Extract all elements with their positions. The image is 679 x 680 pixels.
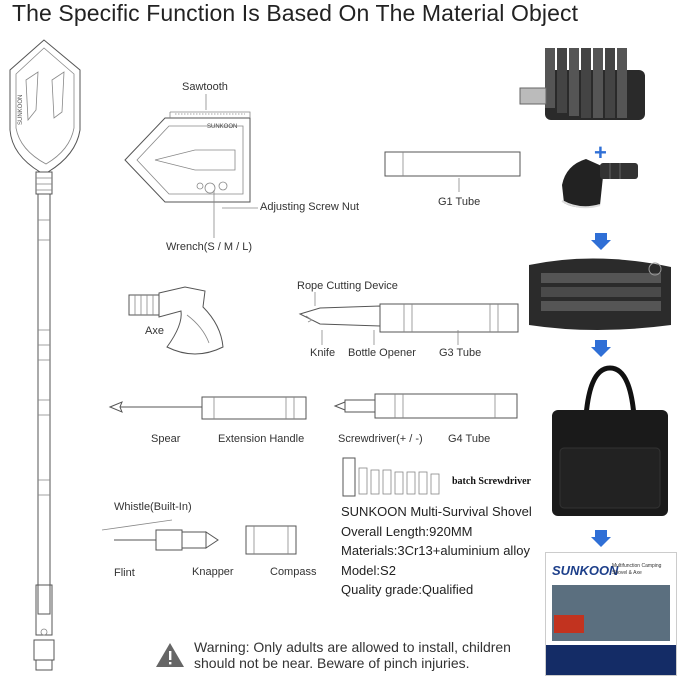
warning-icon bbox=[156, 643, 184, 667]
screwdriver-label: Screwdriver(+ / -) bbox=[338, 433, 423, 445]
batch-screwdriver-label: batch Screwdriver bbox=[452, 476, 531, 487]
g1-tube-label: G1 Tube bbox=[438, 196, 481, 208]
spear-label: Spear bbox=[151, 433, 181, 445]
axe-drawing bbox=[128, 286, 224, 355]
adjusting-screw-nut-label: Adjusting Screw Nut bbox=[260, 201, 360, 213]
sawtooth-leader bbox=[205, 94, 207, 110]
open-pouch-photo bbox=[529, 258, 671, 330]
arrow-down-icon bbox=[591, 233, 611, 250]
compass-label: Compass bbox=[270, 566, 317, 578]
arrow-down-icon bbox=[591, 530, 611, 547]
knife-label: Knife bbox=[310, 347, 336, 359]
shovel-full-drawing: SUNKOON bbox=[9, 39, 81, 671]
screw-nut-leader bbox=[222, 207, 258, 209]
wrench-leader bbox=[213, 190, 215, 238]
spear-extension-drawing bbox=[108, 396, 307, 420]
spec-materials: Materials:3Cr13+aluminium alloy bbox=[341, 543, 530, 558]
spec-quality: Quality grade:Qualified bbox=[341, 582, 474, 597]
knapper-label: Knapper bbox=[192, 566, 234, 578]
arrow-down-icon bbox=[591, 340, 611, 357]
wrench-label: Wrench(S / M / L) bbox=[166, 241, 252, 253]
plus-icon: + bbox=[594, 140, 607, 165]
g3-tube-label: G3 Tube bbox=[439, 347, 482, 359]
box-subtitle-text: Multifunction Camping Shovel & Axe bbox=[612, 563, 662, 576]
flint-label: Flint bbox=[114, 567, 135, 579]
sawtooth-label: Sawtooth bbox=[182, 81, 228, 93]
svg-text:SUNKOON: SUNKOON bbox=[18, 95, 24, 125]
page-title: The Specific Function Is Based On The Ma… bbox=[12, 0, 579, 26]
g1-tube-drawing bbox=[384, 151, 521, 177]
g3-leaders bbox=[321, 330, 459, 345]
axe-photo bbox=[561, 159, 638, 209]
carry-bag-photo bbox=[552, 365, 668, 516]
extension-handle-label: Extension Handle bbox=[218, 433, 305, 445]
screwdriver-bits-drawing bbox=[342, 457, 440, 497]
product-box-photo: SUNKOON Multifunction Camping Shovel & A… bbox=[545, 552, 677, 676]
bottle-opener-label: Bottle Opener bbox=[348, 347, 416, 359]
g1-leader bbox=[458, 178, 460, 192]
rope-cutting-label: Rope Cutting Device bbox=[297, 280, 398, 292]
axe-label: Axe bbox=[145, 325, 164, 337]
screwdriver-g4-drawing bbox=[333, 393, 518, 419]
spec-name: SUNKOON Multi-Survival Shovel bbox=[341, 504, 532, 519]
compass-drawing bbox=[245, 525, 297, 555]
folded-shovel-photo bbox=[519, 48, 645, 120]
whistle-label: Whistle(Built-In) bbox=[114, 501, 192, 513]
blade-brand-text: SUNKOON bbox=[207, 124, 237, 130]
flint-knapper-drawing bbox=[101, 519, 219, 551]
spec-length: Overall Length:920MM bbox=[341, 524, 473, 539]
rope-leader bbox=[314, 292, 316, 306]
box-brand-text: SUNKOON bbox=[552, 563, 619, 578]
warning-text: Warning: Only adults are allowed to inst… bbox=[194, 639, 511, 671]
g4-tube-label: G4 Tube bbox=[448, 433, 491, 445]
spec-model: Model:S2 bbox=[341, 563, 396, 578]
shovel-head-drawing: SUNKOON bbox=[124, 111, 251, 203]
knife-g3-drawing bbox=[298, 303, 519, 333]
